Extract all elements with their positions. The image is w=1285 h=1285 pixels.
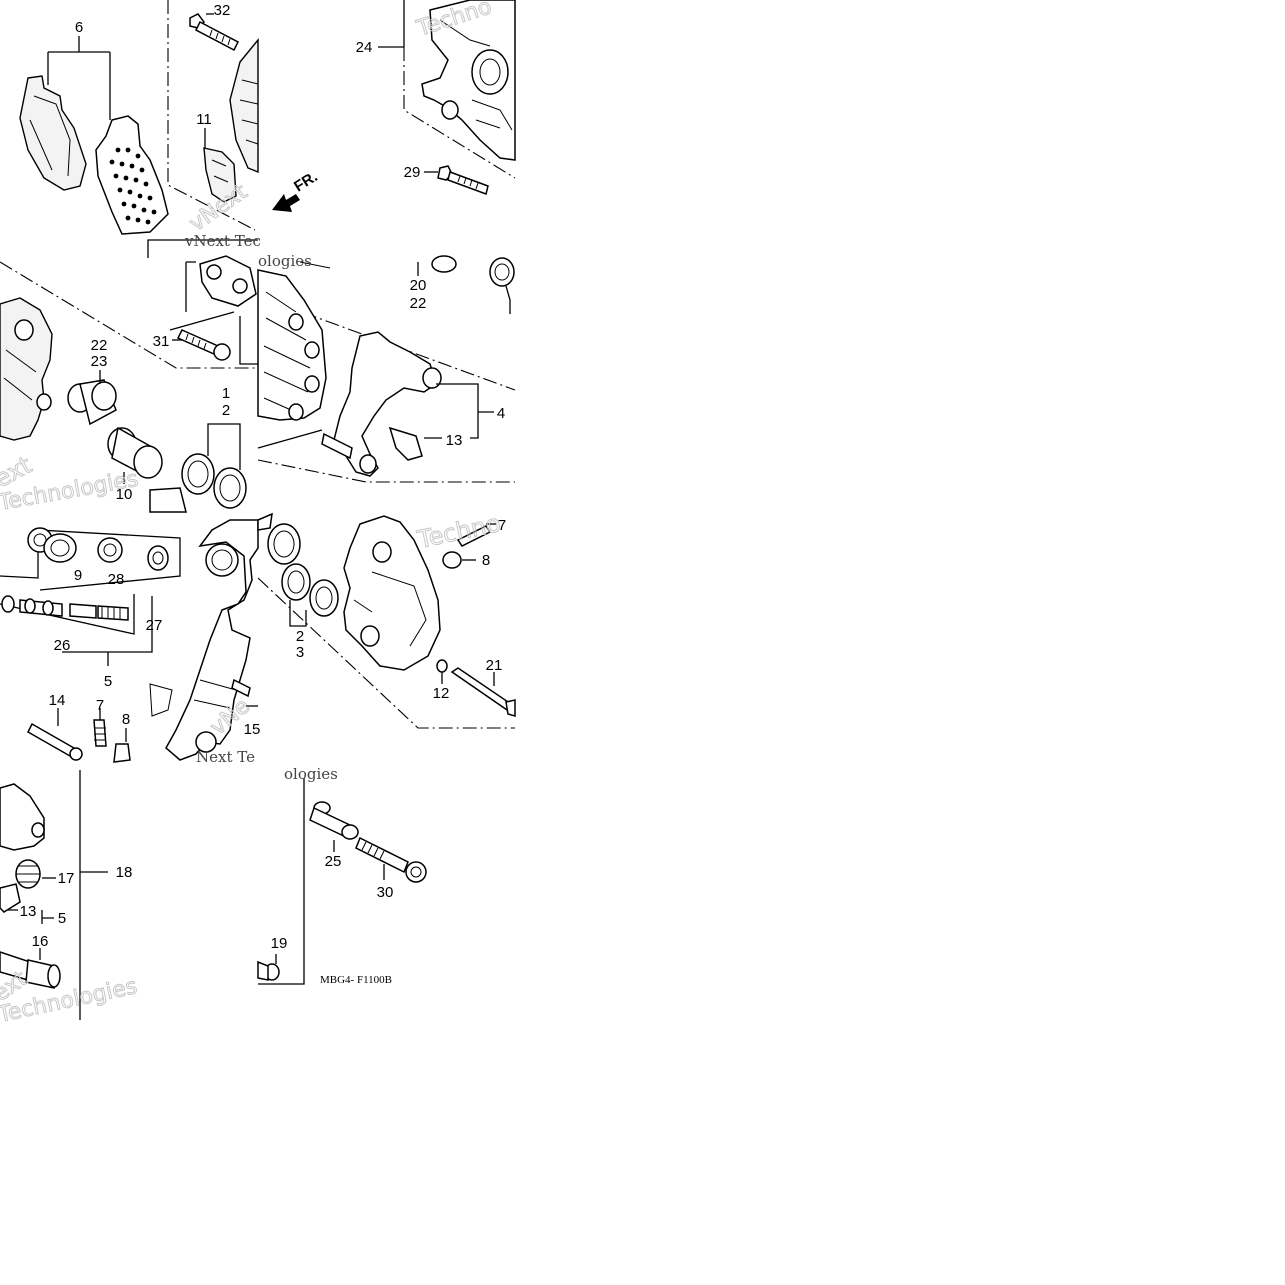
clip-13b	[0, 883, 21, 913]
tile-lower-middle: MBG4- F1100B ologies	[257, 765, 427, 986]
ring-28	[97, 537, 123, 563]
bolt-29	[437, 165, 489, 195]
caliper-bracket-4	[321, 331, 442, 477]
pin-21	[450, 667, 516, 717]
callout-14: 14	[49, 692, 66, 709]
pin-14	[27, 722, 83, 761]
callout-7b: 7	[96, 697, 104, 714]
callout-27: 27	[146, 617, 163, 634]
callout-19: 19	[271, 935, 288, 952]
piston-10	[107, 426, 163, 479]
callout-15: 15	[244, 721, 261, 738]
caliper-corner	[0, 783, 45, 851]
callout-5: 5	[104, 673, 112, 690]
callout-22: 22	[410, 295, 427, 312]
callout-9: 9	[74, 567, 82, 584]
seal-set-26	[1, 595, 129, 621]
callout-3: 3	[296, 644, 304, 661]
brake-pad-inner	[19, 75, 87, 191]
caliper-body-24	[421, 0, 516, 161]
brake-pad-outer	[95, 115, 169, 235]
seals-2-3	[257, 512, 339, 617]
cap-8	[113, 743, 131, 763]
callout-32: 32	[214, 2, 231, 19]
callout-22b: 22	[91, 337, 108, 354]
tile-bracket: ologies	[257, 252, 516, 483]
callout-8: 8	[482, 552, 490, 569]
svg-text:vNext Tec: vNext Tec	[184, 232, 261, 250]
callout-23: 23	[91, 353, 108, 370]
callout-10: 10	[116, 486, 133, 503]
bolt-31	[176, 329, 231, 361]
seals-1-2	[181, 453, 247, 509]
bleeder-7	[93, 719, 107, 747]
callout-2: 2	[222, 402, 230, 419]
callout-17: 17	[58, 870, 75, 887]
sleeve-16	[0, 951, 61, 989]
bracket-large	[149, 519, 259, 761]
pad-spring-11	[203, 147, 237, 203]
callout-7: 7	[498, 517, 506, 534]
callout-21: 21	[486, 657, 503, 674]
callout-26: 26	[54, 637, 71, 654]
callout-4: 4	[497, 405, 505, 422]
callout-8b: 8	[122, 711, 130, 728]
piston-22-23	[67, 379, 117, 426]
svg-text:ologies: ologies	[284, 765, 338, 783]
rings-20-22	[431, 255, 515, 287]
callout-31: 31	[153, 333, 170, 350]
callout-13: 13	[446, 432, 463, 449]
callout-labels: 6 32 11 24 29 20 22 31 22 23 1 2 4 13 10…	[20, 2, 507, 952]
tile-caliper-body: FR. Techno	[272, 0, 516, 212]
cap-17	[15, 859, 41, 889]
cup-9	[43, 533, 77, 563]
callout-24: 24	[356, 39, 373, 56]
callout-1: 1	[222, 385, 230, 402]
bolt-30	[355, 836, 427, 883]
bolt-32	[189, 13, 239, 52]
tile-caliper-assembly: Techno	[257, 509, 516, 729]
callout-11: 11	[196, 111, 212, 128]
sleeve-25	[309, 801, 359, 840]
callout-16: 16	[32, 933, 49, 950]
callout-18: 18	[116, 864, 133, 881]
callout-25: 25	[325, 853, 342, 870]
callout-20: 20	[410, 277, 427, 294]
tile-brake-pads: vNext	[19, 0, 259, 237]
clip-13	[388, 426, 423, 461]
cap-19	[257, 960, 280, 981]
callout-13b: 13	[20, 903, 37, 920]
washer-12	[436, 659, 448, 673]
caliper-fins	[257, 269, 327, 421]
tile-pistons: ext Technologies vNext Tec	[0, 232, 261, 517]
cap-8b	[442, 551, 462, 569]
clip-upper	[199, 255, 257, 307]
tile-lower-left: ext Technologies	[0, 770, 140, 1029]
callout-12: 12	[433, 685, 450, 702]
callout-5b: 5	[58, 910, 66, 927]
svg-text:Techno: Techno	[414, 509, 503, 554]
callout-29: 29	[404, 164, 421, 181]
front-direction-arrow: FR.	[272, 168, 321, 212]
svg-text:Next Te: Next Te	[196, 748, 255, 766]
bleeder-7b	[456, 525, 492, 547]
caliper-half	[343, 515, 441, 671]
callout-28: 28	[108, 571, 125, 588]
callout-2b: 2	[296, 628, 304, 645]
front-direction-label: FR.	[291, 168, 321, 195]
callout-6: 6	[75, 19, 83, 36]
tile-kit-parts: vNe Next Te	[0, 519, 259, 766]
diagram-code: MBG4- F1100B	[320, 974, 392, 986]
callout-30: 30	[377, 884, 394, 901]
svg-text:ologies: ologies	[258, 252, 312, 270]
